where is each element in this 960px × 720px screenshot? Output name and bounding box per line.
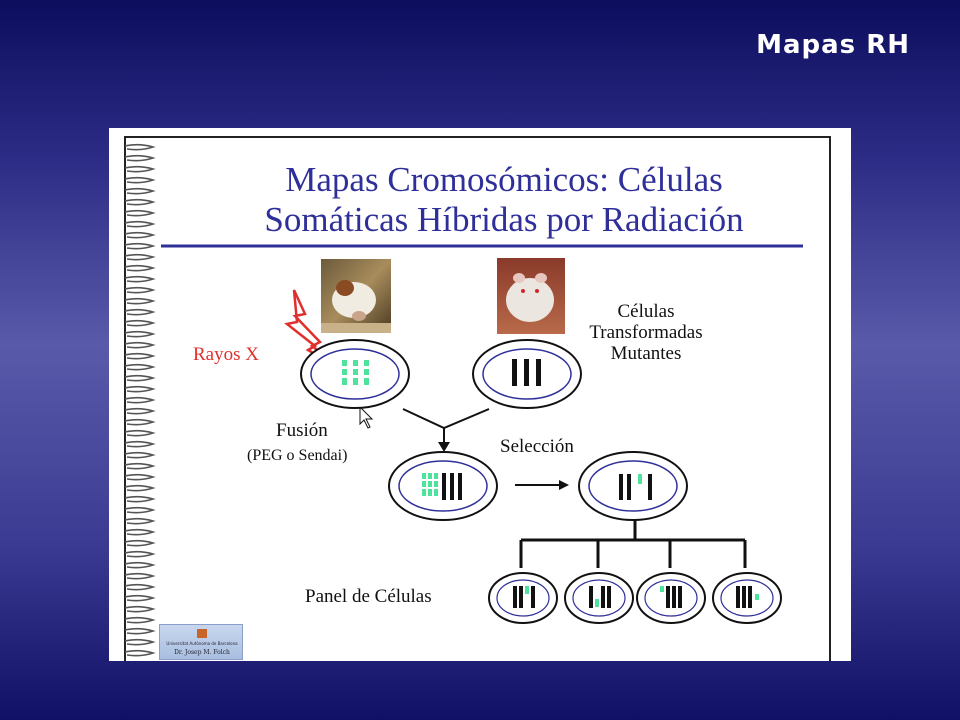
logo-institution: Universitat Autònoma de Barcelona: [166, 641, 238, 646]
spiral-coil: [124, 176, 156, 184]
spiral-coil: [124, 429, 156, 437]
spiral-coil: [124, 572, 156, 580]
fusion-arrow: [402, 408, 490, 452]
spiral-coil: [124, 297, 156, 305]
spiral-coil: [124, 407, 156, 415]
spiral-coil: [124, 352, 156, 360]
spiral-coil: [124, 539, 156, 547]
diagram-title: Mapas Cromosómicos: Células Somáticas Hí…: [169, 160, 839, 240]
spiral-coil: [124, 396, 156, 404]
transformed-cells-line-1: Células: [617, 301, 675, 322]
panel-cell-2: [564, 572, 634, 624]
spiral-coil: [124, 143, 156, 151]
spiral-coil: [124, 341, 156, 349]
spiral-coil: [124, 187, 156, 195]
spiral-coil: [124, 198, 156, 206]
selection-arrow: [515, 480, 569, 490]
recipient-cell: [472, 339, 582, 409]
spiral-coil: [124, 308, 156, 316]
diagram-graphics: [124, 136, 831, 661]
spiral-coil: [124, 231, 156, 239]
spiral-coil: [124, 517, 156, 525]
panel-cell-4: [712, 572, 782, 624]
panel-cell-1: [488, 572, 558, 624]
spiral-coil: [124, 495, 156, 503]
spiral-coil: [124, 286, 156, 294]
spiral-coil: [124, 550, 156, 558]
panel-tree: [519, 518, 747, 568]
diagram-panel: Mapas Cromosómicos: Células Somáticas Hí…: [109, 128, 851, 661]
spiral-coil: [124, 605, 156, 613]
spiral-coil: [124, 528, 156, 536]
spiral-coil: [124, 154, 156, 162]
selection-label: Selección: [500, 436, 574, 457]
spiral-coil: [124, 473, 156, 481]
fusion-agents-label: (PEG o Sendai): [247, 447, 348, 464]
notebook-frame: [124, 136, 831, 661]
spiral-coil: [124, 561, 156, 569]
xray-label: Rayos X: [193, 344, 259, 365]
slide-title: Mapas RH: [756, 30, 910, 60]
spiral-coil: [124, 220, 156, 228]
spiral-coil: [124, 253, 156, 261]
diagram-title-line-1: Mapas Cromosómicos: Células: [285, 160, 723, 199]
spiral-coil: [124, 275, 156, 283]
university-logo: Universitat Autònoma de Barcelona Dr. Jo…: [159, 624, 243, 660]
panel-cell-3: [636, 572, 706, 624]
fused-cell: [388, 451, 498, 521]
logo-author: Dr. Josep M. Folch: [174, 649, 230, 656]
irradiated-cell: [300, 339, 410, 409]
spiral-coil: [124, 242, 156, 250]
spiral-coil: [124, 209, 156, 217]
transformed-cells-line-3: Mutantes: [610, 343, 682, 364]
spiral-coil: [124, 484, 156, 492]
spiral-coil: [124, 451, 156, 459]
cell-panel-label: Panel de Células: [305, 586, 432, 607]
spiral-binding: [124, 143, 156, 657]
spiral-coil: [124, 319, 156, 327]
cursor-icon: [359, 405, 374, 429]
spiral-coil: [124, 440, 156, 448]
spiral-coil: [124, 594, 156, 602]
cow-photo: [321, 259, 391, 333]
spiral-coil: [124, 627, 156, 635]
transformed-cells-line-2: Transformadas: [589, 322, 703, 343]
spiral-coil: [124, 616, 156, 624]
spiral-coil: [124, 583, 156, 591]
spiral-coil: [124, 638, 156, 646]
spiral-coil: [124, 330, 156, 338]
logo-mark-icon: [197, 629, 207, 638]
spiral-coil: [124, 462, 156, 470]
spiral-coil: [124, 363, 156, 371]
spiral-coil: [124, 264, 156, 272]
spiral-coil: [124, 649, 156, 657]
spiral-coil: [124, 418, 156, 426]
spiral-coil: [124, 165, 156, 173]
fusion-label: Fusión: [276, 420, 328, 441]
spiral-coil: [124, 385, 156, 393]
spiral-coil: [124, 374, 156, 382]
spiral-coil: [124, 506, 156, 514]
selected-cell: [578, 451, 688, 521]
transformed-cells-label: Células Transformadas Mutantes: [571, 301, 721, 364]
hamster-photo: [497, 258, 565, 334]
diagram-title-line-2: Somáticas Híbridas por Radiación: [264, 200, 744, 239]
